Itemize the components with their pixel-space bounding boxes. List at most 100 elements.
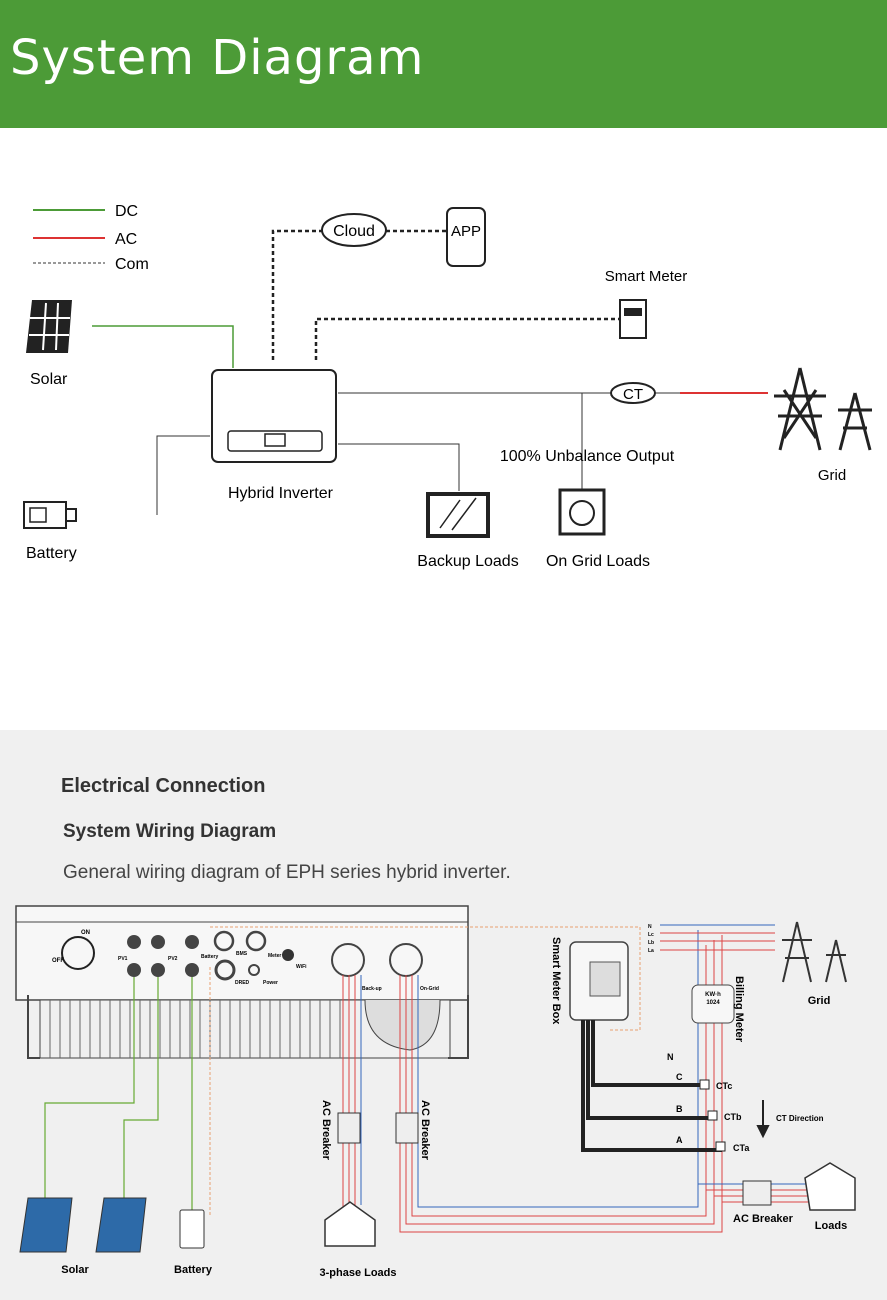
solar-label: Solar <box>30 371 68 388</box>
bms-port <box>213 930 235 952</box>
ac-breaker-1-label: AC Breaker <box>320 1100 332 1161</box>
dred-label: DRED <box>235 980 250 986</box>
on-grid-loads-washer-icon <box>558 488 606 536</box>
pv1-label: PV1 <box>118 956 128 962</box>
ct-direction-arrow-icon <box>756 1100 770 1139</box>
ac-breaker-2-label: AC Breaker <box>419 1100 431 1161</box>
bus-n-label: N <box>648 924 652 930</box>
pv-battery-connectors <box>127 935 199 977</box>
com-wire <box>209 926 641 1215</box>
meter-label: Meter <box>268 953 281 959</box>
cloud-icon <box>321 213 387 247</box>
legend-dc: DC <box>115 203 138 220</box>
battery-label: Battery <box>174 1264 213 1276</box>
on-grid-port <box>389 943 423 977</box>
pv2-label: PV2 <box>168 956 178 962</box>
smart-meter-icon <box>619 299 647 339</box>
inverter-feet <box>27 995 469 1059</box>
bms-label: BMS <box>236 951 248 957</box>
n-label: N <box>667 1052 674 1062</box>
hybrid-inverter-icon <box>211 369 337 463</box>
three-phase-loads-house-icon <box>324 1201 376 1247</box>
bus-la-label: La <box>648 948 654 954</box>
battery-label: Battery <box>26 545 77 562</box>
smart-meter-box-label: Smart Meter Box <box>550 937 562 1025</box>
ctc-clamp <box>699 1079 710 1090</box>
smart-meter-label: Smart Meter <box>605 268 688 285</box>
app-label: APP <box>451 223 481 240</box>
switch-off-label: OFF <box>52 958 64 964</box>
com-lines <box>271 229 620 360</box>
wifi-port <box>282 949 294 961</box>
meter-port <box>245 930 267 952</box>
solar-label: Solar <box>61 1264 89 1276</box>
ac-breaker-backup <box>337 1112 361 1144</box>
hybrid-inverter-label: Hybrid Inverter <box>228 485 334 502</box>
grid-bus <box>660 924 775 951</box>
bus-lb-label: Lb <box>648 940 654 946</box>
meter-reading: 1024 <box>706 1000 720 1006</box>
power-led <box>248 964 260 976</box>
ct-cables <box>581 1020 722 1152</box>
legend-com: Com <box>115 256 149 273</box>
cta-clamp <box>715 1141 726 1152</box>
system-diagram: DC AC Com Cloud APP Smart Meter Solar Ba… <box>0 128 887 730</box>
page-title: System Diagram <box>10 30 425 86</box>
header-banner: System Diagram <box>0 0 887 128</box>
tv-glare <box>439 497 477 531</box>
loads-house-icon <box>804 1162 856 1211</box>
grid-label: Grid <box>808 995 831 1007</box>
c-label: C <box>676 1072 683 1082</box>
inverter-display <box>264 433 286 447</box>
bus-lc-label: Lc <box>648 932 654 938</box>
loads-label: Loads <box>815 1220 847 1232</box>
cloud-label: Cloud <box>333 223 375 240</box>
ct-icon <box>610 382 656 404</box>
smart-meter-device <box>589 961 621 997</box>
legend-ac: AC <box>115 231 137 248</box>
inverter-bracket <box>364 999 441 1051</box>
app-phone-icon <box>446 207 486 267</box>
electrical-connection-section: Electrical Connection System Wiring Diag… <box>0 730 887 1300</box>
section-title: Electrical Connection <box>61 775 266 797</box>
dc-switch-icon[interactable] <box>61 936 95 970</box>
ctb-label: CTb <box>724 1112 742 1122</box>
ac-lines-loads <box>338 393 583 491</box>
solar-panel-icon <box>26 300 72 353</box>
smart-meter-display <box>624 308 642 316</box>
section-description: General wiring diagram of EPH series hyb… <box>63 862 511 883</box>
grid-label: Grid <box>818 467 846 484</box>
grid-tower-icon <box>774 367 872 451</box>
three-phase-loads-label: 3-phase Loads <box>319 1267 396 1279</box>
dred-port <box>214 959 236 981</box>
washer-door <box>569 500 595 526</box>
dc-wires <box>44 977 193 1210</box>
battery-port-label: Battery <box>201 954 218 960</box>
inverter-panel <box>227 430 323 452</box>
backup-label: Back-up <box>362 986 382 992</box>
b-label: B <box>676 1104 683 1114</box>
solar-panels-icon <box>19 1197 147 1253</box>
battery-terminal <box>65 508 77 522</box>
ctc-label: CTc <box>716 1081 732 1091</box>
on-grid-loads-label: On Grid Loads <box>546 553 650 570</box>
unbalance-output-label: 100% Unbalance Output <box>500 448 675 465</box>
grid-towers-icon <box>782 921 847 983</box>
power-label: Power <box>263 980 278 986</box>
wiring-diagram-svg: ON OFF PV1 PV2 Battery BMS Meter WiFi DR… <box>15 905 856 1279</box>
backup-port <box>331 943 365 977</box>
billing-meter <box>691 984 735 1024</box>
on-grid-label: On-Grid <box>420 986 439 992</box>
neutral-wires <box>360 930 699 1208</box>
battery-cell <box>29 507 47 523</box>
section-subtitle: System Wiring Diagram <box>63 821 277 842</box>
ct-direction-label: CT Direction <box>776 1114 824 1123</box>
billing-meter-label: Billing Meter <box>733 976 745 1043</box>
cta-label: CTa <box>733 1143 750 1153</box>
dc-line-solar <box>92 325 234 368</box>
dc-line-battery <box>156 435 210 515</box>
switch-on-label: ON <box>81 930 90 936</box>
ct-label: CT <box>623 386 643 403</box>
battery-icon <box>23 501 67 529</box>
wifi-label: WiFi <box>296 964 307 970</box>
